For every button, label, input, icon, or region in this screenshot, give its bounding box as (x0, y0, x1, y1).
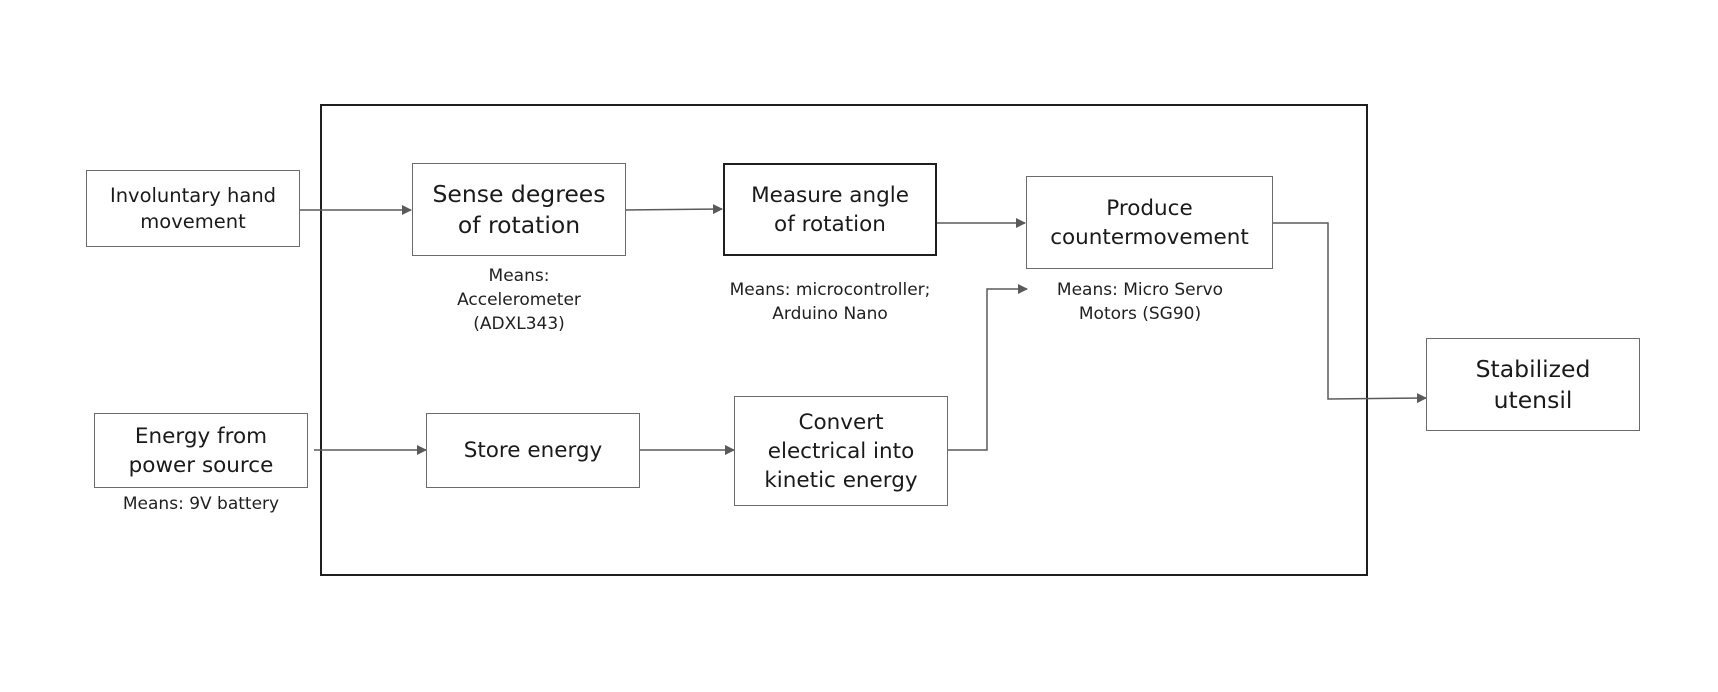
system-boundary (320, 104, 1368, 576)
means-sense: Means: Accelerometer (ADXL343) (457, 266, 581, 334)
means-produce: Means: Micro Servo Motors (SG90) (1056, 280, 1224, 324)
node-involuntary-hand-movement: Involuntary hand movement (86, 170, 300, 247)
means-energy: Means: 9V battery (122, 494, 280, 514)
node-convert-electrical-into-kinetic-energy: Convert electrical into kinetic energy (734, 396, 948, 506)
means-measure: Means: microcontroller; Arduino Nano (729, 280, 931, 324)
node-store-energy: Store energy (426, 413, 640, 488)
node-energy-from-power-source: Energy from power source (94, 413, 308, 488)
arrow-sense-to-measure (625, 204, 723, 215)
arrow-produce-to-stabilized (1273, 222, 1427, 404)
node-stabilized-utensil: Stabilized utensil (1426, 338, 1640, 431)
node-produce-countermovement: Produce countermovement (1026, 176, 1273, 269)
arrow-convert-to-produce (948, 284, 1028, 451)
node-measure-angle-of-rotation: Measure angle of rotation (723, 163, 937, 256)
node-sense-degrees-of-rotation: Sense degrees of rotation (412, 163, 626, 256)
